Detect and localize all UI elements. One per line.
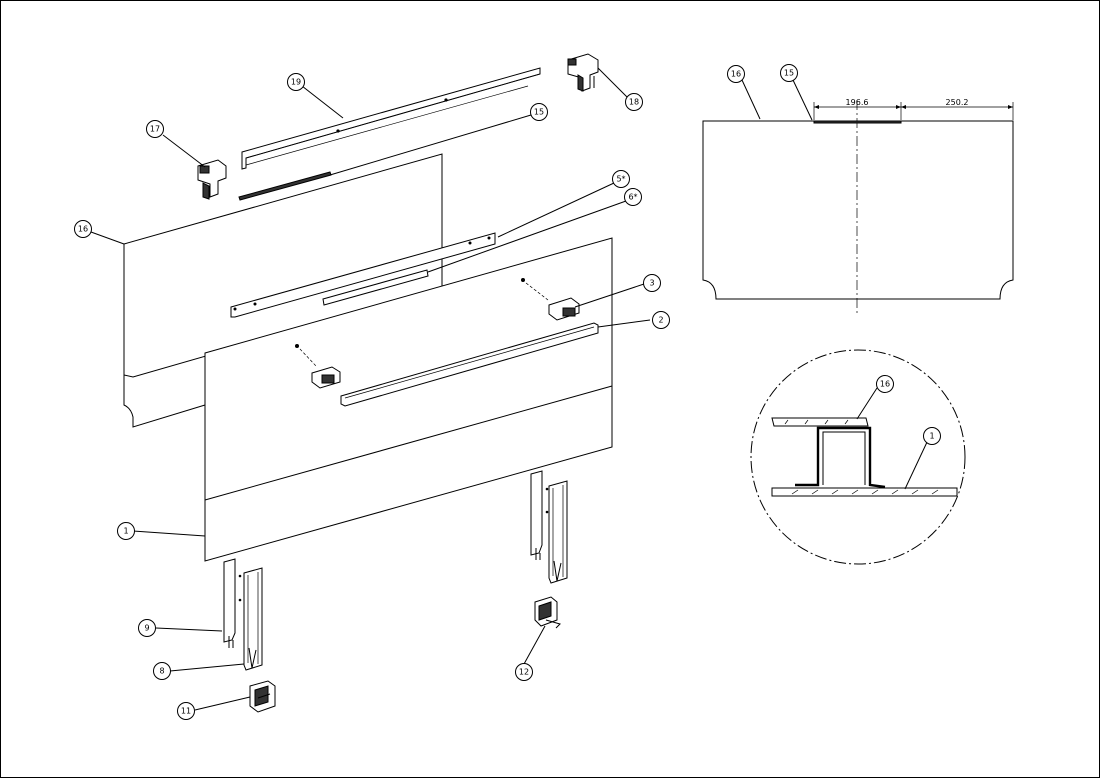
top-rail-lip [245,85,529,166]
callout-label: 16 [78,225,88,234]
handle-support-bar [230,232,496,318]
callout-label: 16 [880,380,890,389]
callout-label: 6* [628,193,637,202]
callout-circle [138,619,156,637]
callout-circle [625,93,643,111]
callout-circle [515,663,533,681]
callout-circle [612,170,630,188]
support-hole [253,302,257,306]
callout-circle [287,73,305,91]
callout-circle [652,311,670,329]
callout-circle [643,274,661,292]
leader [792,79,813,121]
detail-profile [795,426,886,489]
callout-circle [117,522,135,540]
handle-mount-right [548,297,580,321]
left-hinge [223,558,263,671]
callout-c17: 17 [146,120,164,138]
dimension-left: 196.6 [846,98,869,107]
handle-mount-left [311,366,341,389]
callout-c8: 8 [153,662,171,680]
callout-c5: 5* [612,170,630,188]
callout-label: 2 [658,316,663,325]
leader [856,387,878,420]
screw-right [521,278,525,282]
callout-circle [780,64,798,82]
leader [904,439,929,490]
top-right-bracket [567,53,599,92]
callout-c15b: 15 [780,64,798,82]
support-hole [468,241,472,245]
detail-profile-inner [822,431,866,485]
callout-label: 1 [123,527,128,536]
callout-c18: 18 [625,93,643,111]
callout-label: 17 [150,125,160,134]
callout-c12: 12 [515,663,533,681]
callout-label: 8 [159,667,164,676]
top-rail-hole [444,98,448,102]
callout-circle [74,220,92,238]
dimension-right: 250.2 [946,98,969,107]
callout-circle [923,427,941,445]
top-rail-edge [245,73,541,159]
lower-right-catch [534,596,561,629]
callout-label: 15 [784,69,794,78]
callout-label: 12 [519,668,529,677]
callout-c2: 2 [652,311,670,329]
callout-circle [727,65,745,83]
callout-label: 16 [731,70,741,79]
screw-left [295,344,299,348]
support-hole [233,307,237,311]
detail-view [750,349,966,565]
callout-c16: 16 [74,220,92,238]
callout-label: 9 [144,624,149,633]
callout-label: 1 [929,432,934,441]
callout-c9: 9 [138,619,156,637]
leader [741,79,761,120]
detail-hatch [784,419,849,425]
support-hole [487,236,491,240]
callout-circle [146,120,164,138]
callout-circle [624,188,642,206]
callout-circle [876,375,894,393]
seal-strip-view [813,120,902,124]
callout-label: 3 [649,279,654,288]
callout-circle [153,662,171,680]
detail-panel-16 [771,417,869,427]
screw-axis-left [299,348,317,367]
callout-c16c: 16 [876,375,894,393]
callout-c16b: 16 [727,65,745,83]
callout-c19: 19 [287,73,305,91]
callout-label: 11 [181,707,191,716]
top-rail-hole [336,129,340,133]
rear-panel-notch [123,375,206,428]
callout-label: 18 [629,98,639,107]
callout-c3: 3 [643,274,661,292]
front-door-glass [204,237,613,562]
callout-c6: 6* [624,188,642,206]
door-band-line [204,385,613,501]
detail-hatch [791,489,939,495]
rear-panel-view: 196.6 250.2 [702,79,1014,313]
callout-circle [177,702,195,720]
door-handle [340,322,599,407]
right-hinge [530,470,568,584]
callout-c11: 11 [177,702,195,720]
support-slot [322,269,429,306]
handle-edge [344,326,595,399]
callout-c1b: 1 [923,427,941,445]
callout-c1: 1 [117,522,135,540]
callout-c15: 15 [530,103,548,121]
lower-left-catch [249,680,276,713]
callout-circle [530,103,548,121]
callout-label: 19 [291,78,301,87]
leader-lines [90,67,651,711]
top-left-bracket [197,159,227,200]
detail-glass-1 [771,487,958,497]
callout-label: 15 [534,108,544,117]
callout-label: 5* [616,175,625,184]
